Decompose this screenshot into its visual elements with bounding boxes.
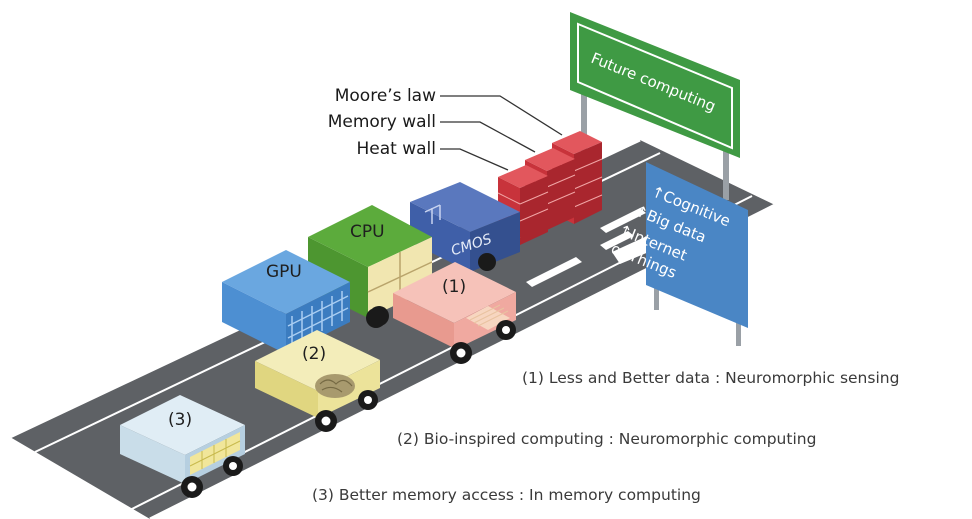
truck-1-label: (1) [442,277,466,297]
truck-2: (2) [255,330,380,432]
heat-wall-label: Heat wall [357,139,437,159]
lane-dashes [526,208,646,287]
truck-2-label: (2) [302,344,326,364]
gpu-truck: GPU [222,250,350,354]
truck-3-label: (3) [168,410,192,430]
moores-law-label: Moore’s law [335,86,436,106]
info-sign: ↑Cognitive ↑Big data ↑Internet of Things [608,162,748,346]
caption-2: (2) Bio-inspired computing : Neuromorphi… [397,430,816,448]
truck-1-wheel [366,308,386,328]
cmos-wheel [478,253,496,271]
cpu-label: CPU [350,222,385,242]
memory-wall-label: Memory wall [328,112,436,132]
captions: (1) Less and Better data : Neuromorphic … [312,369,899,504]
truck-1: (1) [366,262,516,364]
caption-1: (1) Less and Better data : Neuromorphic … [522,369,899,387]
truck-3: (3) [120,395,245,498]
caption-3: (3) Better memory access : In memory com… [312,486,701,504]
brick-walls [497,131,603,245]
wall-labels: Moore’s law Memory wall Heat wall [328,86,563,171]
cmos-truck: CMOS [410,182,520,272]
brain-icon [315,374,355,398]
gpu-label: GPU [266,262,302,282]
